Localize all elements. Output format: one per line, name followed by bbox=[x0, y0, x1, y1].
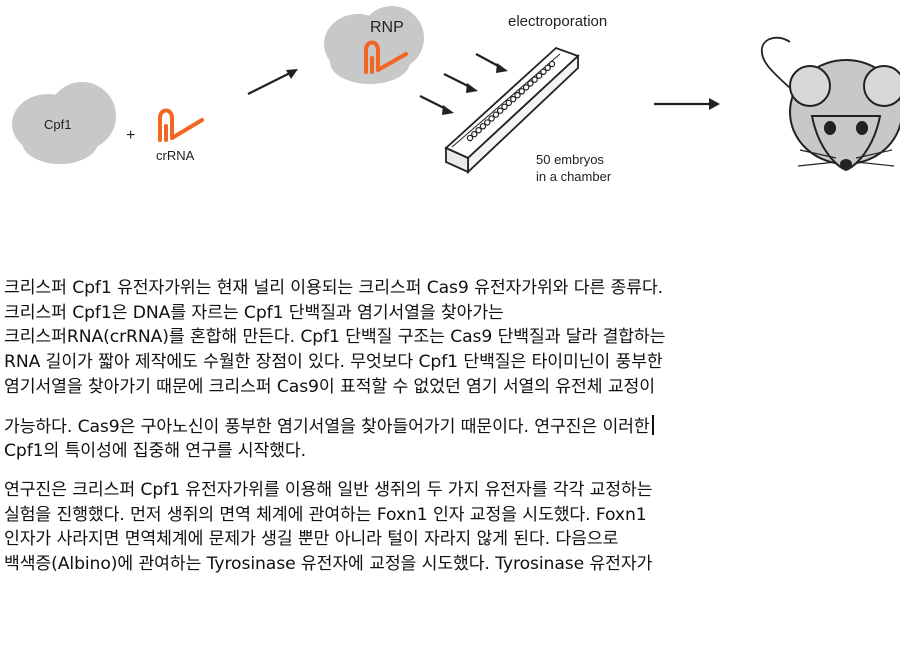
cpf1-protein bbox=[12, 82, 116, 164]
embryo-bead bbox=[475, 126, 482, 134]
paragraph-cas9-comparison: 가능하다. Cas9은 구아노신이 풍부한 염기서열을 찾아들어가기 때문이다.… bbox=[4, 414, 898, 464]
embryo-bead bbox=[488, 115, 495, 122]
embryo-bead bbox=[471, 130, 478, 138]
embryos-chamber-label: in a chamber bbox=[536, 169, 612, 184]
crrna-label: crRNA bbox=[156, 148, 195, 163]
rnp-label: RNP bbox=[370, 19, 404, 36]
text-line: RNA 길이가 짧아 제작에도 수월한 장점이 있다. 무엇보다 Cpf1 단백… bbox=[4, 352, 663, 373]
embryo-bead bbox=[484, 119, 491, 126]
embryos-count-label: 50 embryos bbox=[536, 152, 604, 167]
text-line: 백색증(Albino)에 관여하는 Tyrosinase 유전자에 교정을 시도… bbox=[4, 554, 653, 575]
embryo-bead bbox=[505, 99, 512, 107]
embryo-bead bbox=[518, 88, 526, 95]
embryo-bead bbox=[492, 111, 500, 118]
cpf1-label: Cpf1 bbox=[44, 117, 71, 132]
embryo-bead bbox=[548, 60, 556, 68]
plus-sign: + bbox=[126, 127, 135, 144]
electroporation-label: electroporation bbox=[508, 13, 607, 30]
mouse-icon bbox=[760, 36, 900, 172]
text-line: 인자가 사라지면 면역체계에 문제가 생길 뿐만 아니라 털이 자라지 않게 된… bbox=[4, 529, 619, 550]
embryo-bead bbox=[510, 95, 517, 103]
embryo-bead bbox=[466, 134, 474, 142]
embryo-bead bbox=[540, 68, 547, 76]
text-line-content: 가능하다. Cas9은 구아노신이 풍부한 염기서열을 찾아들어가기 때문이다.… bbox=[4, 416, 650, 437]
article-body: 크리스퍼 Cpf1 유전자가위는 현재 널리 이용되는 크리스퍼 Cas9 유전… bbox=[4, 276, 898, 577]
text-line: 가능하다. Cas9은 구아노신이 풍부한 염기서열을 찾아들어가기 때문이다.… bbox=[4, 414, 898, 440]
embryo-bead bbox=[535, 72, 543, 79]
embryo-bead bbox=[501, 103, 508, 111]
arrow-to-mouse bbox=[654, 98, 720, 110]
arrow-to-rnp bbox=[247, 69, 298, 95]
embryo-bead bbox=[522, 84, 530, 91]
text-line: 크리스퍼 Cpf1은 DNA를 자르는 Cpf1 단백질과 염기서열을 찾아가는 bbox=[4, 302, 504, 323]
crrna-shape bbox=[158, 108, 204, 142]
text-line: 크리스퍼 Cpf1 유전자가위는 현재 널리 이용되는 크리스퍼 Cas9 유전… bbox=[4, 278, 664, 298]
embryo-bead bbox=[527, 80, 534, 87]
text-line: Cpf1의 특이성에 집중해 연구를 시작했다. bbox=[4, 441, 307, 462]
embryo-bead bbox=[497, 107, 504, 114]
rnp-complex bbox=[324, 6, 424, 84]
embryo-bead bbox=[514, 91, 521, 99]
embryo-beads bbox=[466, 60, 556, 142]
embryo-bead bbox=[531, 76, 538, 83]
arrows-into-chamber bbox=[419, 53, 508, 115]
text-line: 연구진은 크리스퍼 Cpf1 유전자가위를 이용해 일반 생쥐의 두 가지 유전… bbox=[4, 479, 653, 500]
cpf1-electroporation-diagram: Cpf1 + crRNA RNP electroporation 50 e bbox=[12, 6, 900, 184]
text-line: 크리스퍼RNA(crRNA)를 혼합해 만든다. Cpf1 단백질 구조는 Ca… bbox=[4, 327, 666, 348]
embryo-bead bbox=[544, 64, 551, 72]
text-line: 실험을 진행했다. 먼저 생쥐의 면역 체계에 관여하는 Foxn1 인자 교정… bbox=[4, 504, 647, 525]
paragraph-cpf1-intro: 크리스퍼 Cpf1 유전자가위는 현재 널리 이용되는 크리스퍼 Cas9 유전… bbox=[4, 276, 898, 400]
text-line: 염기서열을 찾아가기 때문에 크리스퍼 Cas9이 표적할 수 없었던 염기 서… bbox=[4, 376, 655, 397]
embryo-bead bbox=[479, 123, 487, 130]
text-cursor bbox=[651, 414, 654, 435]
paragraph-experiment: 연구진은 크리스퍼 Cpf1 유전자가위를 이용해 일반 생쥐의 두 가지 유전… bbox=[4, 478, 898, 577]
